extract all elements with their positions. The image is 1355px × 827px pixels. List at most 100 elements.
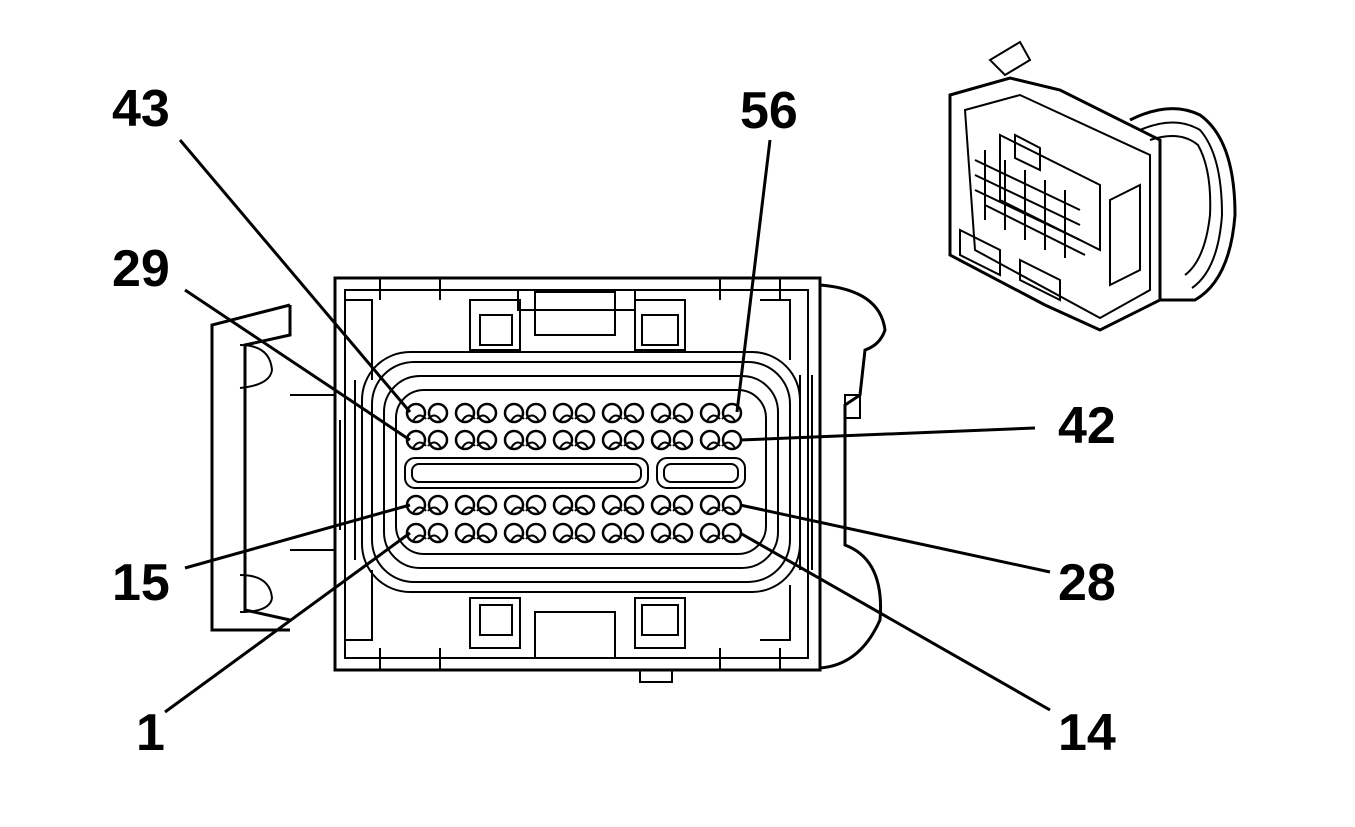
pin-cavity [699,402,721,424]
pin-terminal-loop [525,414,540,422]
callout-56: 56 [740,82,798,140]
pin-cavity [650,494,672,516]
pin-cavity [476,494,498,516]
pin-terminal-loop [427,534,442,542]
pin-cavity [427,429,449,451]
pin-cavity [454,429,476,451]
pin-cavity [503,494,525,516]
pin-terminal-loop [412,534,427,542]
pin-cavity [405,429,427,451]
pin-terminal-loop [608,441,623,449]
pin-cavity [601,494,623,516]
callout-leaders [164,139,1051,714]
callout-14: 14 [1058,704,1116,762]
pin-terminal-loop [559,534,574,542]
pin-terminal-loop [721,414,736,422]
pin-terminal-loop [574,506,589,514]
pin-terminal-loop [574,414,589,422]
pin-terminal-loop [476,414,491,422]
connector-perspective-view [948,40,1237,332]
pin-terminal-loop [559,414,574,422]
callout-labels: 43 56 29 42 15 28 1 14 [112,80,1116,762]
pin-terminal-loop [461,506,476,514]
pin-terminal-loop [525,441,540,449]
leader-42 [739,426,1036,442]
pin-cavity [601,402,623,424]
pin-terminal-loop [510,414,525,422]
left-mounting-bracket [210,303,335,632]
pin-terminal-loop [623,506,638,514]
pin-terminal-loop [461,441,476,449]
pin-terminal-loop [657,506,672,514]
pin-terminal-loop [721,506,736,514]
pin-terminal-loop [510,534,525,542]
pin-terminal-loop [706,506,721,514]
pin-cavity [503,402,525,424]
pin-cavity [405,522,427,544]
pin-cavity [454,494,476,516]
pin-cavity [454,522,476,544]
pin-cavity [525,494,547,516]
pin-cavity [427,494,449,516]
pin-terminal-loop [706,414,721,422]
pin-cavity [552,402,574,424]
pin-cavities [405,402,743,544]
pin-terminal-loop [672,414,687,422]
pin-cavity [699,522,721,544]
pin-cavity [721,522,743,544]
pin-cavity [699,494,721,516]
callout-43: 43 [112,80,170,138]
pin-cavity [672,429,694,451]
pin-terminal-loop [672,534,687,542]
pin-terminal-loop [525,506,540,514]
pin-cavity [574,522,596,544]
pin-cavity [623,494,645,516]
pin-terminal-loop [510,441,525,449]
pin-terminal-loop [623,441,638,449]
leader-28 [739,503,1051,574]
pin-cavity [525,429,547,451]
pin-terminal-loop [412,441,427,449]
pin-terminal-loop [427,414,442,422]
pin-terminal-loop [476,506,491,514]
pin-terminal-loop [412,506,427,514]
pin-terminal-loop [657,414,672,422]
pin-terminal-loop [412,414,427,422]
pin-cavity [574,402,596,424]
pin-cavity [476,402,498,424]
pin-cavity [699,429,721,451]
pin-cavity [454,402,476,424]
pin-terminal-loop [608,414,623,422]
pin-cavity [476,429,498,451]
pin-cavity [503,522,525,544]
callout-29: 29 [112,240,170,298]
leader-43 [178,139,412,413]
pin-cavity [503,429,525,451]
leader-1 [164,531,411,714]
pin-cavity [672,402,694,424]
pin-terminal-loop [623,414,638,422]
leader-56 [735,139,772,413]
pin-cavity [405,402,427,424]
pin-cavity [574,494,596,516]
pin-terminal-loop [574,534,589,542]
pin-terminal-loop [476,441,491,449]
pin-cavity [650,402,672,424]
callout-28: 28 [1058,554,1116,612]
pin-cavity [574,429,596,451]
pin-terminal-loop [476,534,491,542]
callout-15: 15 [112,554,170,612]
pin-terminal-loop [461,414,476,422]
pin-terminal-loop [559,441,574,449]
connector-housing [333,276,887,683]
pin-terminal-loop [672,506,687,514]
pin-cavity [672,494,694,516]
pin-terminal-loop [721,534,736,542]
pin-terminal-loop [427,441,442,449]
pin-terminal-loop [608,506,623,514]
leader-15 [184,503,411,570]
pin-terminal-loop [510,506,525,514]
pin-cavity [601,522,623,544]
leader-14 [739,531,1051,712]
